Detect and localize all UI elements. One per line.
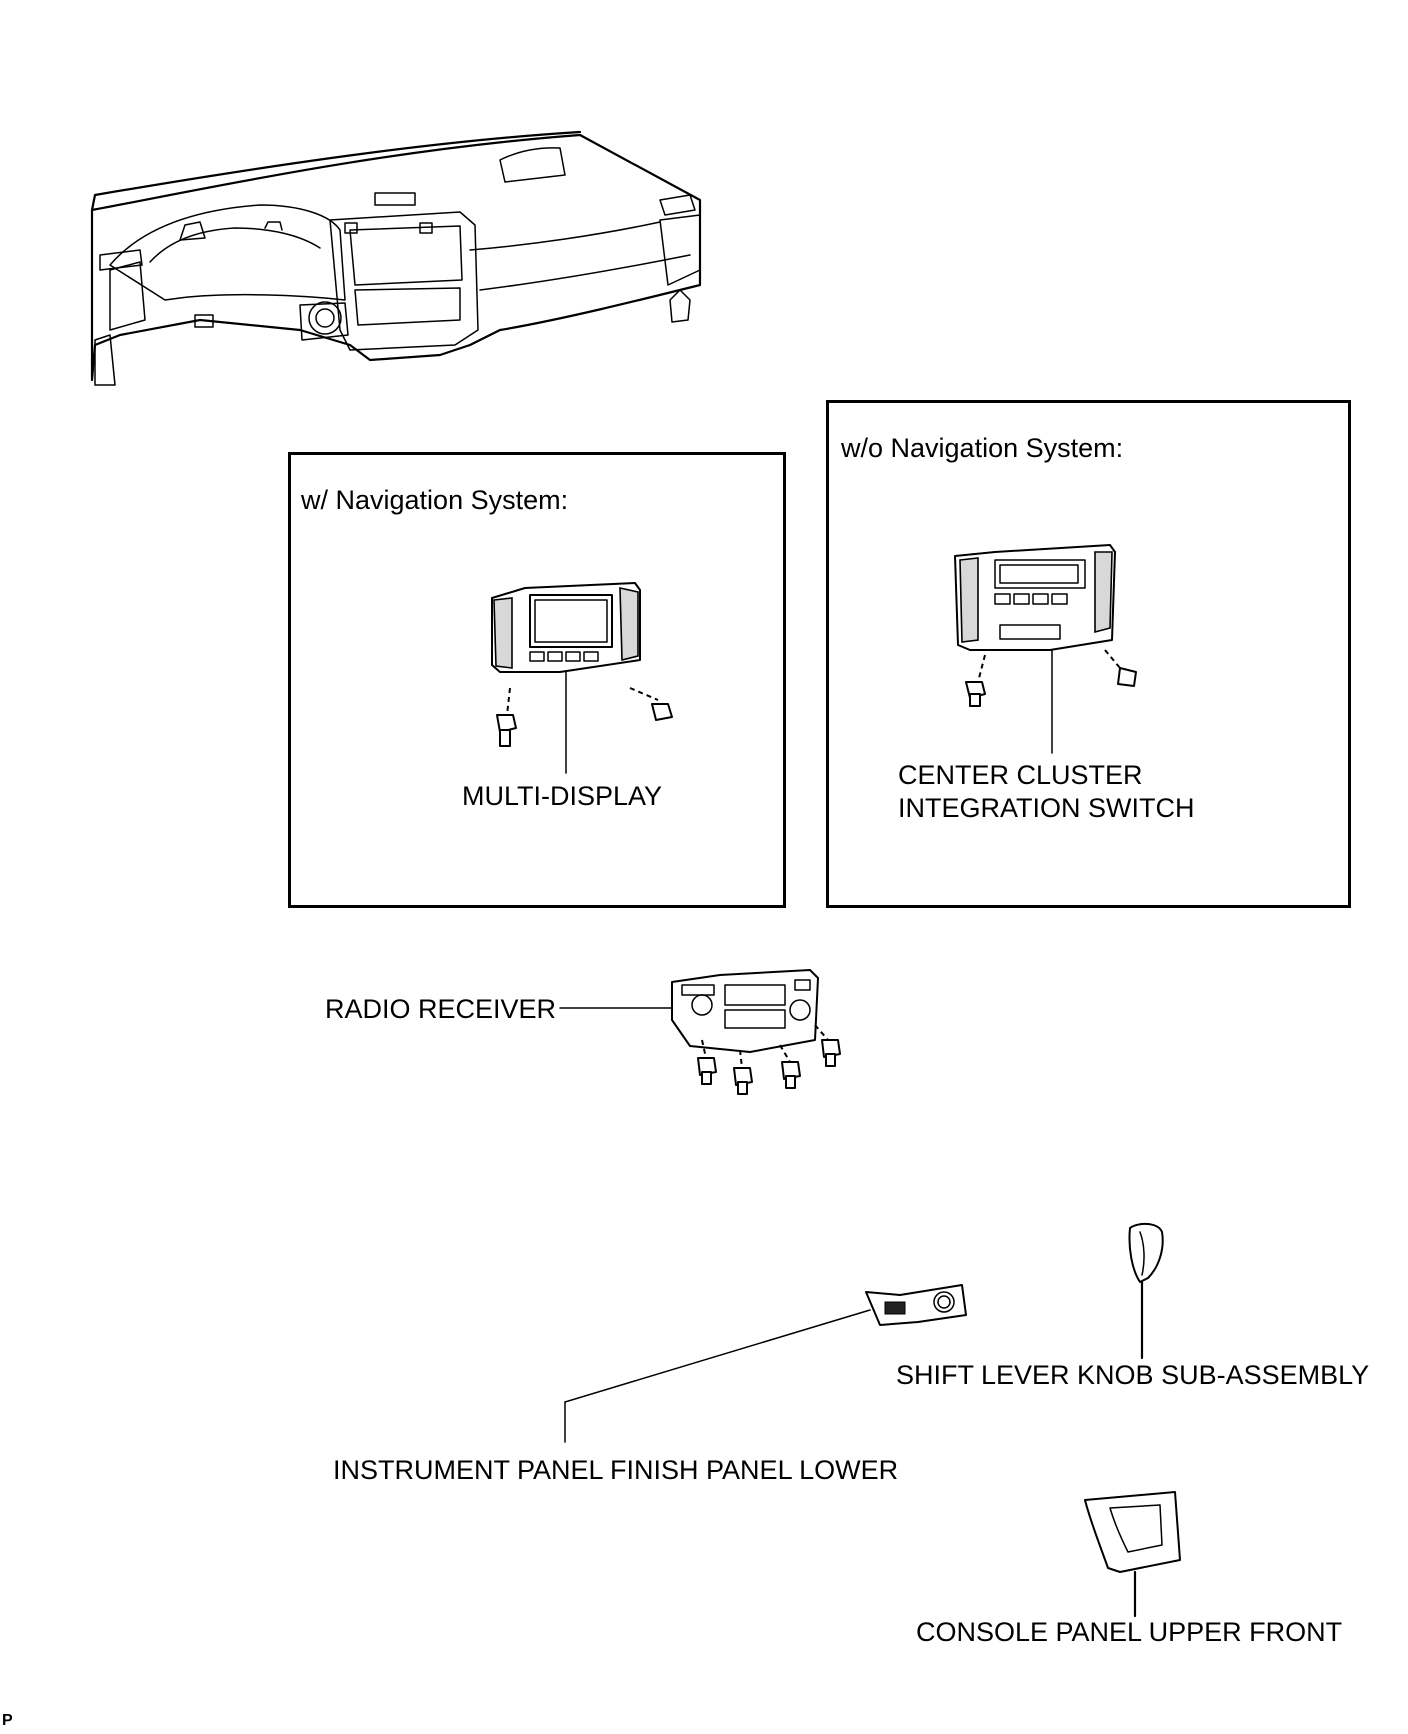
- bolt-icon: [651, 703, 673, 721]
- finish-panel-lower-illustration: [564, 1284, 967, 1443]
- bolt-icon: [781, 1061, 801, 1089]
- center-cluster-label-line2: INTEGRATION SWITCH: [898, 793, 1195, 823]
- center-cluster-illustration: [954, 544, 1137, 754]
- without-navigation-title: w/o Navigation System:: [841, 433, 1124, 463]
- bolt-icon: [965, 681, 986, 707]
- instrument-panel-illustration: [90, 130, 702, 386]
- bolt-icon: [697, 1057, 717, 1085]
- with-navigation-title: w/ Navigation System:: [301, 485, 569, 515]
- with-navigation-frame: w/ Navigation System:: [288, 452, 786, 908]
- shift-lever-knob-label: SHIFT LEVER KNOB SUB-ASSEMBLY: [896, 1360, 1370, 1390]
- multi-display-label: MULTI-DISPLAY: [462, 781, 663, 811]
- corner-mark: P: [2, 1712, 13, 1729]
- shift-lever-knob-illustration: [1128, 1222, 1164, 1360]
- radio-receiver-label: RADIO RECEIVER: [325, 994, 557, 1024]
- bolt-icon: [496, 714, 517, 747]
- without-navigation-frame: w/o Navigation System:: [826, 400, 1351, 908]
- multi-display-illustration: [491, 582, 673, 774]
- bolt-icon: [821, 1039, 841, 1067]
- bolt-icon: [733, 1067, 753, 1095]
- bolt-icon: [1117, 667, 1137, 687]
- center-cluster-label-line1: CENTER CLUSTER: [898, 760, 1143, 790]
- instrument-panel-finish-label: INSTRUMENT PANEL FINISH PANEL LOWER: [333, 1455, 899, 1485]
- radio-receiver-illustration: [559, 969, 841, 1095]
- console-panel-label: CONSOLE PANEL UPPER FRONT: [916, 1617, 1343, 1647]
- console-panel-upper-front-illustration: [1084, 1491, 1181, 1618]
